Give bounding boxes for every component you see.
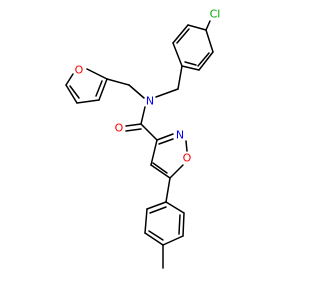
bond <box>162 235 184 246</box>
bond <box>106 78 130 86</box>
bond <box>152 162 168 174</box>
bond <box>185 140 188 152</box>
bond <box>146 201 167 210</box>
bond <box>95 80 103 97</box>
bond <box>140 106 146 125</box>
bond <box>144 232 164 246</box>
isoxazole-ring <box>150 133 188 179</box>
bond <box>125 123 142 127</box>
bond <box>177 65 183 90</box>
atom-label-cl: Cl <box>210 8 221 21</box>
atom-label-n-amide: N <box>146 95 154 108</box>
atom-label-o-furan: O <box>75 64 84 77</box>
bond <box>140 123 158 141</box>
bond <box>156 133 174 141</box>
bond <box>181 65 200 71</box>
bond <box>76 99 100 104</box>
bond <box>187 24 207 31</box>
bond <box>155 88 179 98</box>
bond <box>150 164 171 179</box>
bond <box>205 20 211 31</box>
bond <box>197 52 210 67</box>
molecule-structure: O N O N O Cl <box>65 8 221 269</box>
bond <box>150 139 158 166</box>
bond <box>65 84 78 104</box>
bond <box>176 28 190 44</box>
bond <box>165 177 171 203</box>
bond <box>165 201 185 214</box>
bond <box>178 214 181 235</box>
bond <box>184 61 197 66</box>
chlorophenyl-ring <box>172 24 214 71</box>
structure-canvas: O N O N O Cl <box>65 8 221 269</box>
bond <box>125 128 142 132</box>
bond <box>65 73 74 86</box>
bond <box>172 24 189 44</box>
bond <box>172 42 183 67</box>
bond <box>98 78 108 101</box>
bond <box>182 212 185 237</box>
atom-label-o-carbonyl: O <box>115 122 124 135</box>
bond <box>198 51 214 71</box>
bond <box>128 84 145 99</box>
atom-label-o-isoxazole: O <box>183 152 192 165</box>
atom-label-n-isoxazole: N <box>176 129 184 142</box>
bond <box>205 29 214 53</box>
bond <box>144 208 148 234</box>
tolyl-ring <box>144 201 185 246</box>
bond <box>69 85 80 99</box>
bond <box>158 138 174 145</box>
furan-ring <box>65 68 108 104</box>
bond <box>148 230 164 241</box>
bond <box>86 68 108 80</box>
bond <box>149 206 167 214</box>
bond <box>169 164 184 179</box>
